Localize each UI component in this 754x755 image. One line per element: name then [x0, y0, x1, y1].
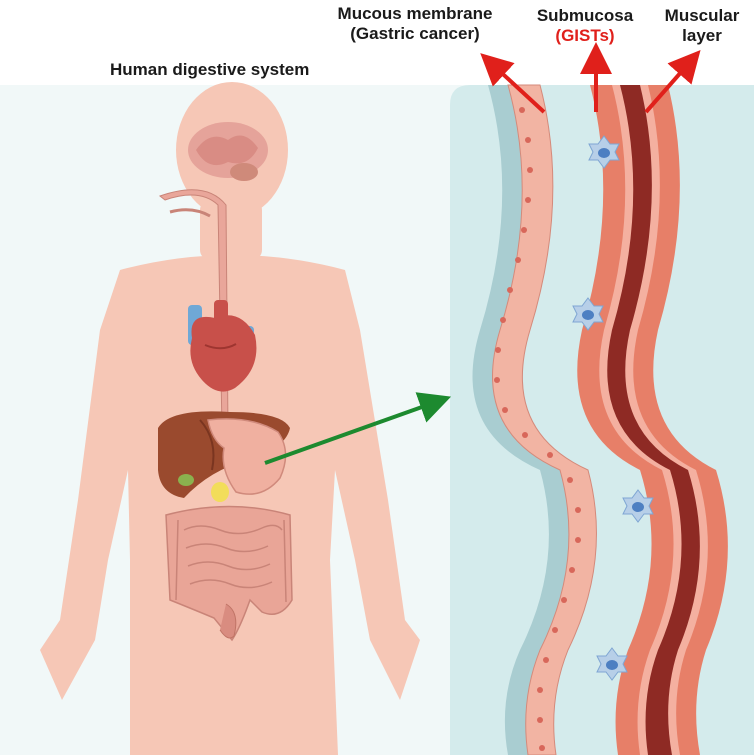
- submucosa-cells: [572, 135, 654, 681]
- stomach-pointer-arrow: [264, 392, 452, 465]
- muscular-arrow: [644, 49, 701, 114]
- mucous-membrane-label-line2: (Gastric cancer): [350, 24, 480, 43]
- diagram-title: Human digestive system: [110, 60, 310, 79]
- stomach: [207, 418, 287, 502]
- brain: [188, 122, 268, 181]
- muscular-layer: [577, 85, 728, 755]
- submucosa-cell: [596, 647, 628, 681]
- muscular-layer-label: Muscular layer: [650, 6, 754, 46]
- mucous-membrane-label: Mucous membrane (Gastric cancer): [300, 4, 530, 44]
- heart: [188, 300, 257, 392]
- intestines: [165, 505, 293, 642]
- submucosa-label-line1: Submucosa: [536, 6, 634, 25]
- mucosa-layer: [472, 84, 597, 755]
- muscular-layer-label-line1: Muscular: [664, 6, 740, 25]
- submucosa-label: Submucosa (GISTs): [520, 6, 650, 46]
- submucosa-label-line2: (GISTs): [555, 26, 615, 45]
- mucous-arrow: [480, 53, 546, 114]
- submucosa-cell: [622, 489, 654, 523]
- submucosa-cell: [588, 135, 620, 169]
- muscular-layer-label-line2: layer: [682, 26, 722, 45]
- mucous-membrane-label-line1: Mucous membrane: [337, 4, 493, 23]
- submucosa-cell: [572, 297, 604, 331]
